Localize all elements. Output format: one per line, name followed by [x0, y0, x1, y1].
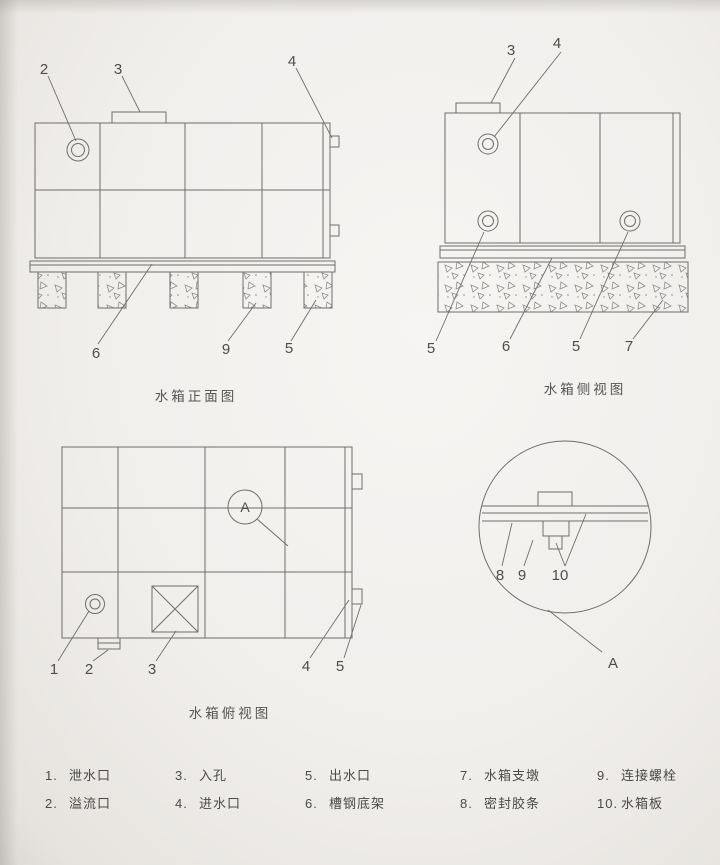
manhole-hatch: [455, 102, 501, 114]
detail-ref-letter: A: [608, 655, 618, 672]
connection-bolt: [537, 491, 573, 550]
overflow-port: [66, 138, 90, 162]
callout-5: 5: [427, 340, 435, 357]
callout-1: 1: [50, 661, 58, 678]
tank-plates: [482, 505, 648, 522]
tank-drawing: 2 3 4 6 9 5 水箱正面图: [29, 35, 689, 721]
callout-4: 4: [553, 35, 561, 52]
front-leader-lines: [47, 67, 333, 345]
channel-steel-frame: [439, 245, 686, 259]
inlet-stub: [351, 473, 363, 490]
legend-item-8: 8.密封胶条: [460, 796, 541, 811]
outlet-stub: [351, 588, 363, 605]
top-view: [57, 446, 363, 662]
drain-port: [85, 594, 105, 614]
legend-item-6: 6.槽钢底架: [305, 796, 386, 811]
tank-body: [61, 446, 353, 639]
callout-3: 3: [148, 661, 156, 678]
support-piers: [37, 271, 333, 309]
callout-2: 2: [40, 61, 48, 78]
tank-body: [444, 112, 681, 244]
front-view-labels: 2 3 4 6 9 5 水箱正面图: [40, 53, 296, 404]
side-view: [435, 51, 689, 342]
side-leader-lines: [435, 51, 664, 342]
drain-stub: [97, 637, 121, 650]
callout-3: 3: [507, 42, 515, 59]
outlet-stub: [329, 224, 340, 237]
callout-9: 9: [222, 341, 230, 358]
detail-marker-letter: A: [240, 499, 250, 515]
callout-2: 2: [85, 661, 93, 678]
detail-leader-lines: [501, 513, 603, 653]
callout-5b: 5: [572, 338, 580, 355]
legend-item-3: 3.入孔: [175, 768, 228, 783]
manhole-square: [151, 585, 199, 633]
callout-6: 6: [92, 345, 100, 362]
outlet-port-left: [477, 210, 499, 232]
callout-3: 3: [114, 61, 122, 78]
channel-steel-frame: [29, 260, 336, 273]
legend-item-4: 4.进水口: [175, 796, 242, 811]
support-pier-strip: [437, 261, 689, 313]
side-view-caption: 水箱侧视图: [544, 382, 627, 397]
legend-item-2: 2.溢流口: [45, 796, 112, 811]
detail-view: [478, 440, 652, 653]
callout-7: 7: [625, 338, 633, 355]
inlet-stub: [329, 135, 340, 148]
callout-6: 6: [502, 338, 510, 355]
top-leader-lines: [57, 599, 362, 662]
side-view-labels: 3 4 5 6 5 7 水箱侧视图: [427, 35, 633, 397]
detail-view-labels: 8 9 10 A: [496, 567, 618, 672]
callout-5: 5: [336, 658, 344, 675]
legend-item-7: 7.水箱支墩: [460, 768, 541, 783]
front-view: [29, 67, 340, 345]
front-view-caption: 水箱正面图: [155, 389, 238, 404]
legend-item-9: 9.连接螺栓: [597, 768, 678, 783]
top-view-caption: 水箱俯视图: [189, 706, 272, 721]
detail-circle: [478, 440, 652, 614]
callout-4: 4: [288, 53, 296, 70]
callout-9: 9: [518, 567, 526, 584]
top-view-labels: A 1 2 3 4 5 水箱俯视图: [50, 499, 344, 721]
legend-item-5: 5.出水口: [305, 768, 372, 783]
inlet-port: [477, 133, 499, 155]
callout-8: 8: [496, 567, 504, 584]
callout-10: 10: [552, 567, 569, 584]
outlet-port-right: [619, 210, 641, 232]
legend-item-10: 10.水箱板: [597, 796, 664, 811]
callout-4: 4: [302, 658, 310, 675]
legend-item-1: 1.泄水口: [45, 768, 112, 783]
manhole-hatch: [111, 111, 167, 124]
callout-5: 5: [285, 340, 293, 357]
detail-marker-magnifier: [227, 489, 289, 547]
